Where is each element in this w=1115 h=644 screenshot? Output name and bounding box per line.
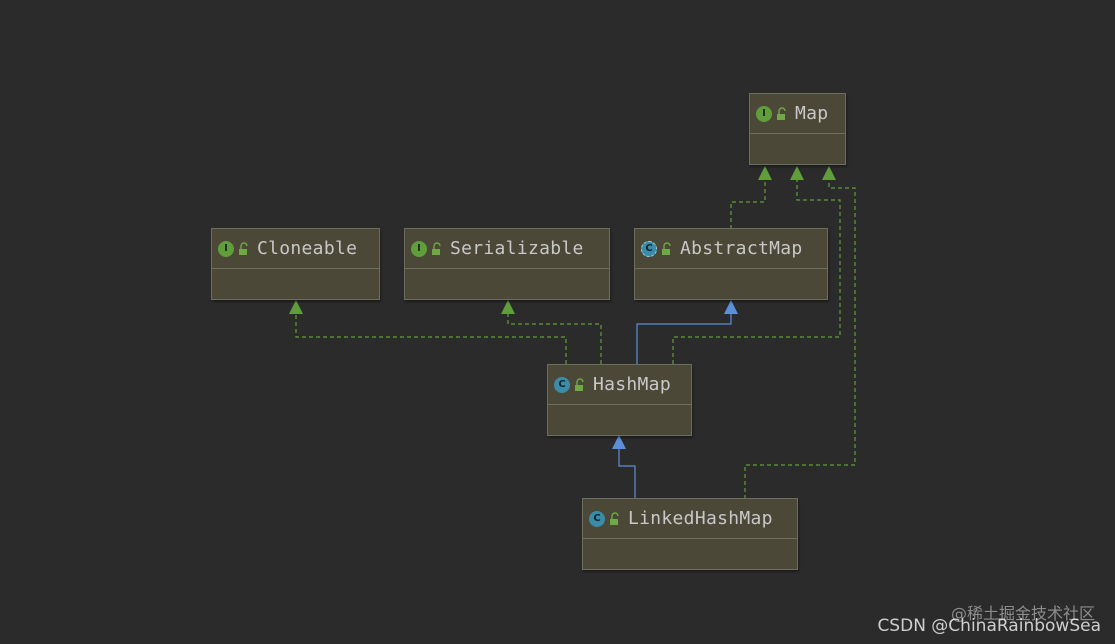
node-serializable[interactable]: I Serializable [404,228,610,300]
lock-open-icon [575,377,584,391]
interface-icon: I [756,105,772,122]
node-map[interactable]: I Map [749,93,846,165]
class-name: Cloneable [257,238,358,259]
node-header: C LinkedHashMap [583,499,797,539]
node-hashmap[interactable]: C HashMap [547,364,692,436]
class-icon: C [554,376,570,393]
arrowhead-map-1 [758,166,772,180]
abstract-class-icon: C [641,240,657,257]
edge-abstractmap-map [730,178,766,229]
node-cloneable[interactable]: I Cloneable [211,228,380,300]
edge-hashmap-serializable [507,312,602,364]
node-abstractmap[interactable]: C AbstractMap [634,228,828,300]
node-header: I Serializable [405,229,609,269]
arrowhead-cloneable [289,300,303,314]
edge-hashmap-map [672,178,841,364]
node-header: I Map [750,94,845,134]
class-name: Map [795,103,829,124]
class-name: LinkedHashMap [628,508,773,529]
lock-open-icon [239,241,248,255]
lock-open-icon [432,241,441,255]
edge-hashmap-abstractmap [636,312,732,364]
node-header: C AbstractMap [635,229,827,269]
class-name: HashMap [593,374,671,395]
arrowhead-map-2 [790,166,804,180]
interface-icon: I [218,240,234,257]
edge-linkedhashmap-map [744,178,856,499]
lock-open-icon [777,106,786,120]
arrowhead-map-3 [822,166,836,180]
interface-icon: I [411,240,427,257]
edge-hashmap-cloneable [295,312,567,364]
arrowhead-hashmap [612,435,626,449]
arrowhead-abstractmap [724,300,738,314]
node-header: I Cloneable [212,229,379,269]
class-name: Serializable [450,238,584,259]
node-linkedhashmap[interactable]: C LinkedHashMap [582,498,798,570]
node-header: C HashMap [548,365,691,405]
lock-open-icon [610,511,619,525]
arrowhead-serializable [501,300,515,314]
watermark-site: @稀土掘金技术社区 [950,604,1095,623]
edge-linkedhashmap-hashmap [618,447,636,499]
class-icon: C [589,510,605,527]
lock-open-icon [662,241,671,255]
class-name: AbstractMap [680,238,803,259]
watermark-author: CSDN @ChinaRainbowSea [877,616,1101,636]
